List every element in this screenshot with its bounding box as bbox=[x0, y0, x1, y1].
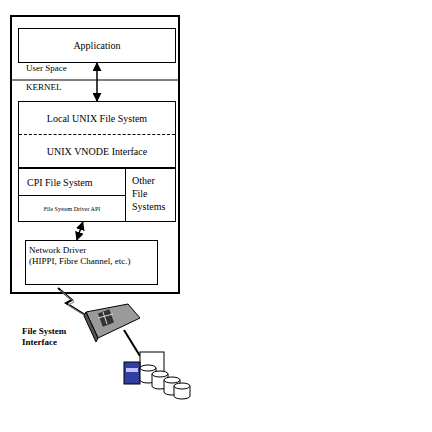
node-text: CPI File System bbox=[27, 177, 125, 188]
network-driver-box: Network Driver(HIPPI, Fibre Channel, etc… bbox=[25, 240, 158, 285]
node-text: Application bbox=[73, 40, 120, 51]
disk-top bbox=[140, 365, 156, 371]
space-label: KERNEL bbox=[26, 82, 62, 93]
node-text: (HIPPI, Fibre Channel, etc.) bbox=[29, 256, 155, 267]
application-box: Application bbox=[18, 28, 176, 63]
node-text: Local UNIX File System bbox=[19, 102, 175, 135]
host-frame bbox=[11, 16, 179, 293]
disk-top bbox=[152, 371, 168, 377]
disk-array bbox=[124, 352, 190, 399]
node-text: Other File Systems bbox=[132, 174, 171, 213]
storage-link bbox=[124, 330, 140, 356]
disk-top bbox=[174, 383, 190, 389]
filesystem-layer-box: Local UNIX File SystemUNIX VNODE Interfa… bbox=[18, 101, 176, 168]
disk-controller-slot bbox=[126, 368, 138, 372]
switch-grid bbox=[98, 314, 113, 318]
interface-label: File System Interface bbox=[22, 326, 78, 348]
connector-arrow bbox=[77, 222, 83, 240]
node-text: UNIX VNODE Interface bbox=[19, 135, 175, 167]
switch-grid bbox=[103, 312, 107, 324]
space-label: User Space bbox=[26, 63, 67, 74]
cpi-filesystem-box: CPI File System bbox=[18, 168, 126, 196]
disk-cabinet bbox=[140, 352, 164, 372]
space-divider bbox=[11, 80, 179, 81]
switch-port bbox=[98, 309, 114, 326]
driver-api-box: File System Driver API bbox=[18, 195, 126, 222]
connector-arrow bbox=[96, 63, 98, 101]
node-text: File System Driver API bbox=[44, 206, 101, 212]
node-text: Network Driver bbox=[29, 245, 155, 256]
disk-top bbox=[164, 377, 180, 383]
other-filesystems-box: Other File Systems bbox=[125, 168, 176, 222]
disk-controller bbox=[124, 362, 140, 384]
switch-side bbox=[84, 312, 98, 342]
switch-device bbox=[84, 304, 140, 342]
